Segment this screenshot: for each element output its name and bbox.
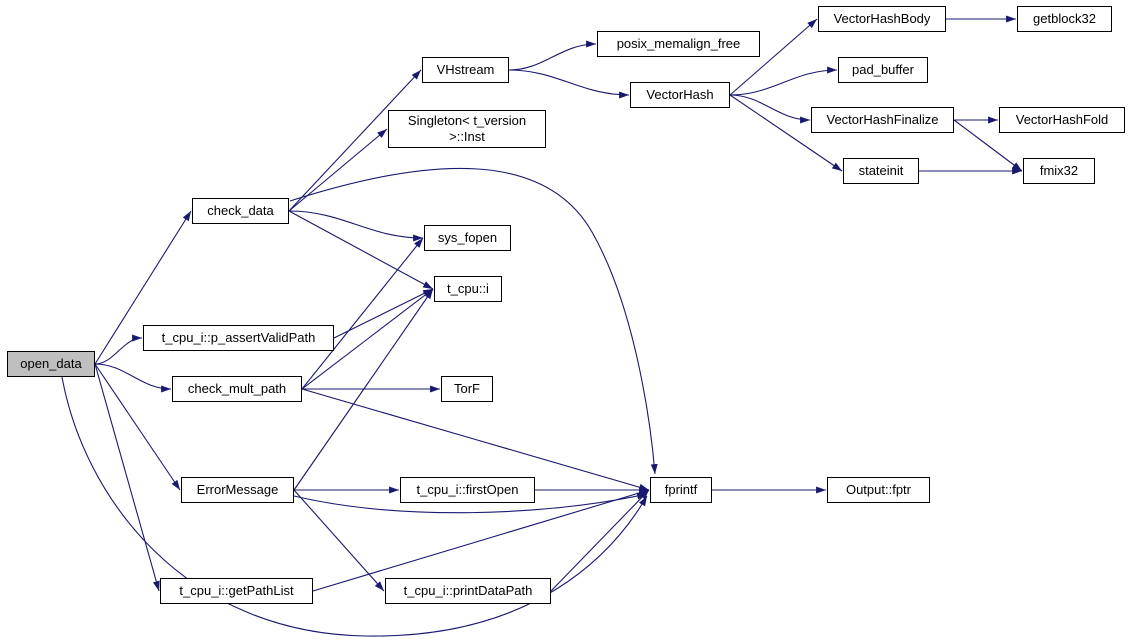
edge-printdatapath-fprintf bbox=[550, 489, 650, 592]
node-vectorhashfold[interactable]: VectorHashFold bbox=[999, 107, 1125, 133]
node-sys-fopen[interactable]: sys_fopen bbox=[424, 225, 511, 251]
edge-check_mult_path-sys_fopen bbox=[301, 237, 424, 390]
edge-errormessage-t_cpu_i bbox=[293, 288, 434, 491]
edge-errormessage-printdatapath bbox=[293, 489, 385, 592]
edge-open_data-fprintf bbox=[61, 376, 648, 637]
node-check-data[interactable]: check_data bbox=[192, 198, 289, 224]
node-vhstream[interactable]: VHstream bbox=[422, 57, 509, 83]
node-singleton-inst[interactable]: Singleton< t_version >::Inst bbox=[388, 110, 546, 148]
node-pad-buffer[interactable]: pad_buffer bbox=[838, 57, 928, 83]
node-errormessage[interactable]: ErrorMessage bbox=[181, 477, 294, 503]
edge-check_mult_path-fprintf bbox=[301, 388, 650, 491]
edge-open_data-errormessage bbox=[94, 363, 181, 491]
edge-p_assertvalidpath-t_cpu_i bbox=[333, 288, 434, 339]
edge-vectorhash-vectorhashfinalize bbox=[729, 94, 811, 124]
node-output-fptr[interactable]: Output::fptr bbox=[827, 477, 930, 503]
edge-check_data-sys_fopen bbox=[288, 210, 424, 242]
node-p-assertvalidpath[interactable]: t_cpu_i::p_assertValidPath bbox=[143, 325, 334, 351]
node-fmix32[interactable]: fmix32 bbox=[1023, 158, 1095, 184]
node-t-cpu-i[interactable]: t_cpu::i bbox=[434, 276, 502, 302]
node-vectorhashfinalize[interactable]: VectorHashFinalize bbox=[811, 107, 954, 133]
node-torf[interactable]: TorF bbox=[441, 376, 493, 402]
node-check-mult-path[interactable]: check_mult_path bbox=[172, 376, 302, 402]
edge-open_data-check_mult_path bbox=[94, 363, 172, 393]
edge-open_data-getpathlist bbox=[94, 363, 160, 592]
edge-vectorhash-pad_buffer bbox=[729, 66, 838, 96]
node-firstopen[interactable]: t_cpu_i::firstOpen bbox=[400, 477, 535, 503]
node-vectorhashbody[interactable]: VectorHashBody bbox=[818, 6, 946, 32]
edge-vhstream-vectorhash bbox=[508, 69, 630, 99]
node-getblock32[interactable]: getblock32 bbox=[1017, 6, 1112, 32]
node-open-data[interactable]: open_data bbox=[7, 351, 95, 377]
edge-check_data-t_cpu_i bbox=[288, 210, 434, 290]
edge-vhstream-posix_memalign_free bbox=[508, 40, 597, 71]
edge-check_data-singleton_inst bbox=[288, 128, 388, 212]
node-getpathlist[interactable]: t_cpu_i::getPathList bbox=[160, 578, 313, 604]
edge-open_data-p_assertvalidpath bbox=[94, 334, 143, 365]
node-fprintf[interactable]: fprintf bbox=[650, 477, 712, 503]
node-posix-memalign-free[interactable]: posix_memalign_free bbox=[597, 31, 760, 57]
node-printdatapath[interactable]: t_cpu_i::printDataPath bbox=[385, 578, 551, 604]
edge-check_data-fprintf bbox=[289, 167, 658, 475]
node-vectorhash[interactable]: VectorHash bbox=[630, 82, 730, 108]
node-stateinit[interactable]: stateinit bbox=[843, 158, 919, 184]
edge-getpathlist-fprintf bbox=[312, 489, 650, 592]
